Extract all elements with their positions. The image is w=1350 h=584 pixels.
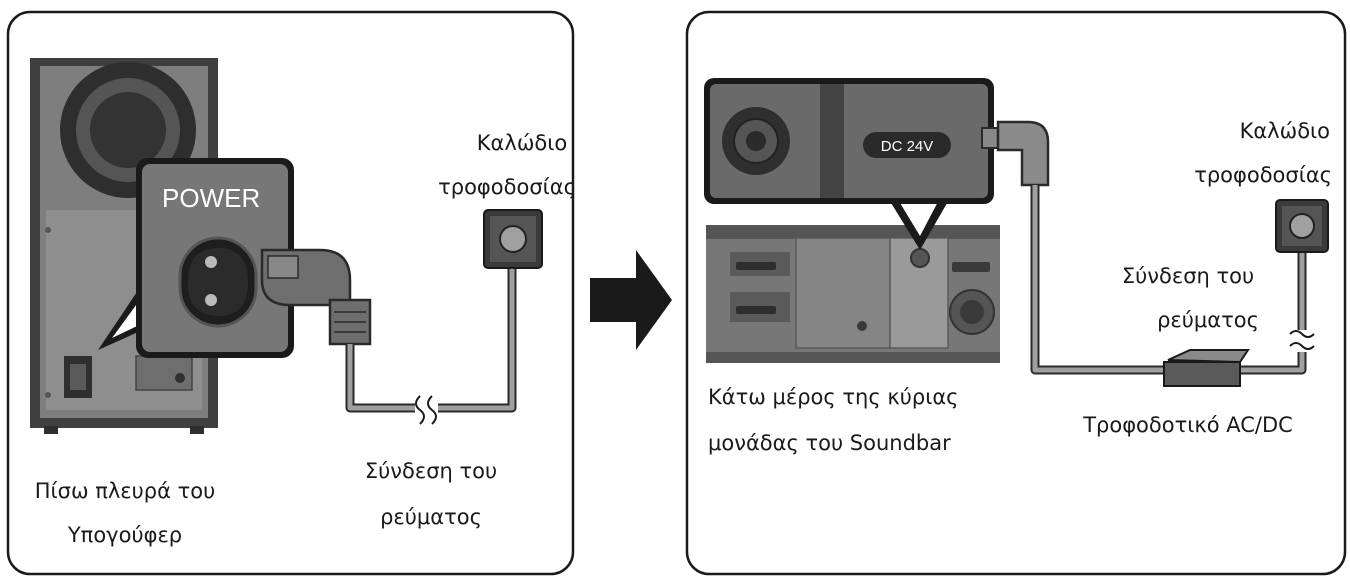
subwoofer-port-inner [90,92,166,168]
subwoofer-foot [44,426,58,434]
outlet-socket-icon [499,225,527,253]
wall-outlet [483,209,543,269]
adapter-label: Τροφοδοτικό AC/DC [1082,413,1293,437]
cable-break-icon [1289,330,1315,338]
power-cable [1240,352,1305,373]
dc-label: DC 24V [881,138,934,155]
soundbar-label: μονάδας του Soundbar [708,431,951,455]
left-panel: POWER Καλώδιο τροφοδοσ [6,10,576,576]
callout-port-core [746,131,766,151]
power-plug [260,248,372,346]
cable-break-icon [1289,342,1315,350]
power-cable [438,268,515,411]
soundbar-edge [706,225,1000,239]
soundbar-recess [795,237,891,349]
adapter-front [1163,361,1241,387]
connection-label: Σύνδεση του [1122,264,1254,288]
subwoofer-screw [45,227,51,233]
cable-label: τροφοδοσίας [438,175,576,199]
soundbar-port [952,262,990,272]
ac-dc-adapter [1163,349,1250,387]
connection-label: ρεύματος [380,505,482,529]
subwoofer-screw [45,392,51,398]
power-callout: POWER [136,158,294,358]
cable-label: Καλώδιο [1240,119,1330,143]
subwoofer-switch-inner [70,364,86,390]
wall-outlet [1275,199,1329,253]
soundbar-label: Κάτω μέρος της κύριας [708,385,959,409]
dc-label-badge [863,132,951,158]
socket-pin-icon [205,294,217,306]
cable-label: Καλώδιο [477,131,567,155]
dc-callout: DC 24V [704,78,994,204]
hdmi-port [736,306,776,314]
soundbar-edge [706,352,1000,363]
subwoofer-foot [190,426,204,434]
subwoofer-screw [175,373,185,383]
callout-divider [820,84,844,198]
connection-label: Σύνδεση του [365,459,497,483]
power-cable [347,344,415,411]
subwoofer-port-box [135,355,193,391]
hdmi-port [736,262,776,270]
cable-break-icon [427,395,437,425]
socket-pin-icon [205,256,217,268]
optical-port-inner [960,300,984,324]
soundbar-screw [857,321,867,331]
callout-pointer-inner [897,198,940,236]
dc-jack-icon [910,248,930,268]
dc-plug-body [996,120,1050,187]
callout-plate [710,84,988,198]
plug-face [267,255,299,279]
connection-label: ρεύματος [1157,308,1259,332]
subwoofer-label: Υπογούφερ [67,523,182,547]
cable-break-icon [415,395,425,425]
power-socket-inner [188,248,248,316]
power-label: POWER [162,183,260,213]
outlet-socket-icon [1289,213,1315,239]
dc-cable [1032,185,1168,373]
cable-label: τροφοδοσίας [1194,163,1332,187]
direction-arrow-icon [590,250,672,350]
dc-plug [981,120,1050,187]
right-panel: DC 24V Καλώδιο τροφοδοσίας Σύ [685,10,1347,576]
soundbar-underside [706,225,1000,363]
subwoofer-label: Πίσω πλευρά του [35,479,216,503]
